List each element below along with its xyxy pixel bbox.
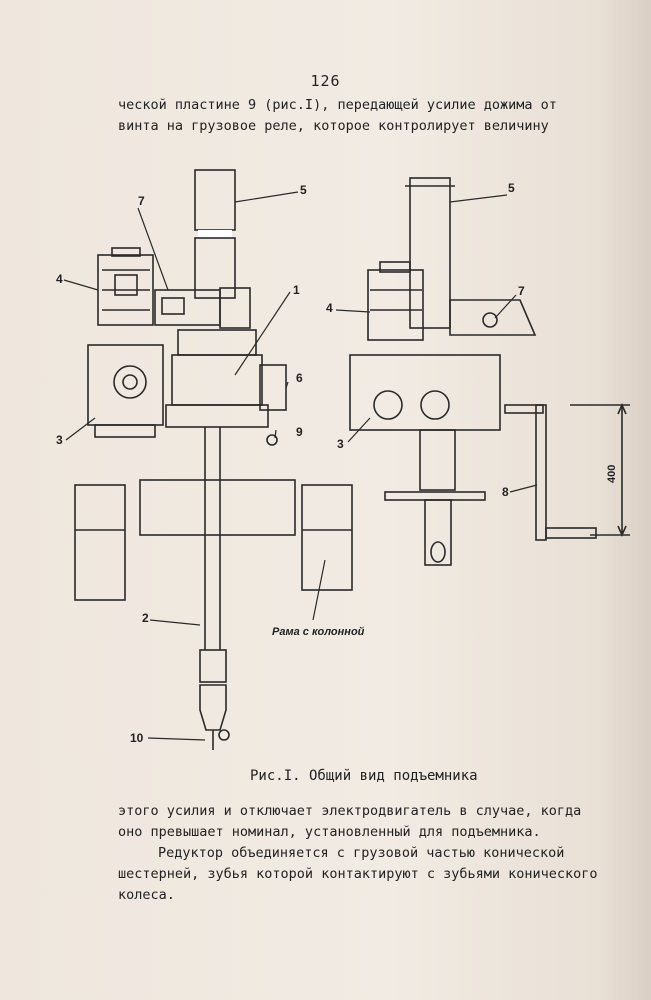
text-line: ческой пластине 9 (рис.I), передающей ус…	[118, 97, 557, 113]
motor-right	[367, 269, 424, 341]
top-paragraph: ческой пластине 9 (рис.I), передающей ус…	[118, 95, 618, 137]
frame-right	[301, 484, 353, 591]
callout-1-left: 1	[293, 283, 300, 297]
text-line: Редуктор объединяется с грузовой частью …	[158, 845, 565, 861]
bottom-paragraph: этого усилия и отключает электродвигател…	[118, 801, 618, 906]
text-line: колеса.	[118, 887, 175, 903]
callout-7-left: 7	[138, 194, 145, 208]
screw-middle-part	[194, 237, 236, 299]
control-box	[154, 289, 221, 326]
relay-bracket	[449, 299, 537, 336]
text-line: оно превышает номинал, установленный для…	[118, 824, 541, 840]
callout-3-left: 3	[56, 433, 63, 447]
callout-6-left: 6	[296, 371, 303, 385]
main-housing	[171, 354, 263, 406]
gearbox-left	[87, 344, 164, 426]
callout-10-left: 10	[130, 731, 144, 745]
callout-8-right: 8	[502, 485, 509, 499]
crank-arm	[504, 404, 544, 414]
technical-drawing-svg: 7 5 4 1 6 3 9 2 10 5 4 7 3 8 Рама с коло…	[56, 169, 630, 750]
gearbox-right	[349, 354, 501, 431]
callout-4-right: 4	[326, 301, 333, 315]
base-plate	[139, 479, 296, 536]
column-right	[409, 177, 451, 329]
load-relay	[259, 364, 287, 411]
callout-5-left: 5	[300, 183, 307, 197]
text-line: шестерней, зубья которой контактируют с …	[118, 866, 598, 882]
callout-3-right: 3	[337, 437, 344, 451]
frame-left	[74, 484, 126, 601]
callout-2-left: 2	[142, 611, 149, 625]
callout-5-right: 5	[508, 181, 515, 195]
screw-upper-part	[194, 169, 236, 231]
frame-label: Рама с колонной	[272, 626, 365, 638]
shaft-coupling	[199, 649, 227, 683]
hoist-drawing: 7 5 4 1 6 3 9 2 10 5 4 7 3 8 Рама с коло…	[50, 150, 650, 760]
figure-caption: Рис.I. Общий вид подъемника	[250, 768, 478, 784]
callout-4-left: 4	[56, 272, 63, 286]
page-number: 126	[310, 72, 341, 90]
callout-7-right: 7	[518, 284, 525, 298]
callout-9-left: 9	[296, 425, 303, 439]
dimension-label: 400	[606, 465, 618, 483]
text-line: винта на грузовое реле, которое контроли…	[118, 118, 549, 134]
text-line: этого усилия и отключает электродвигател…	[118, 803, 582, 819]
